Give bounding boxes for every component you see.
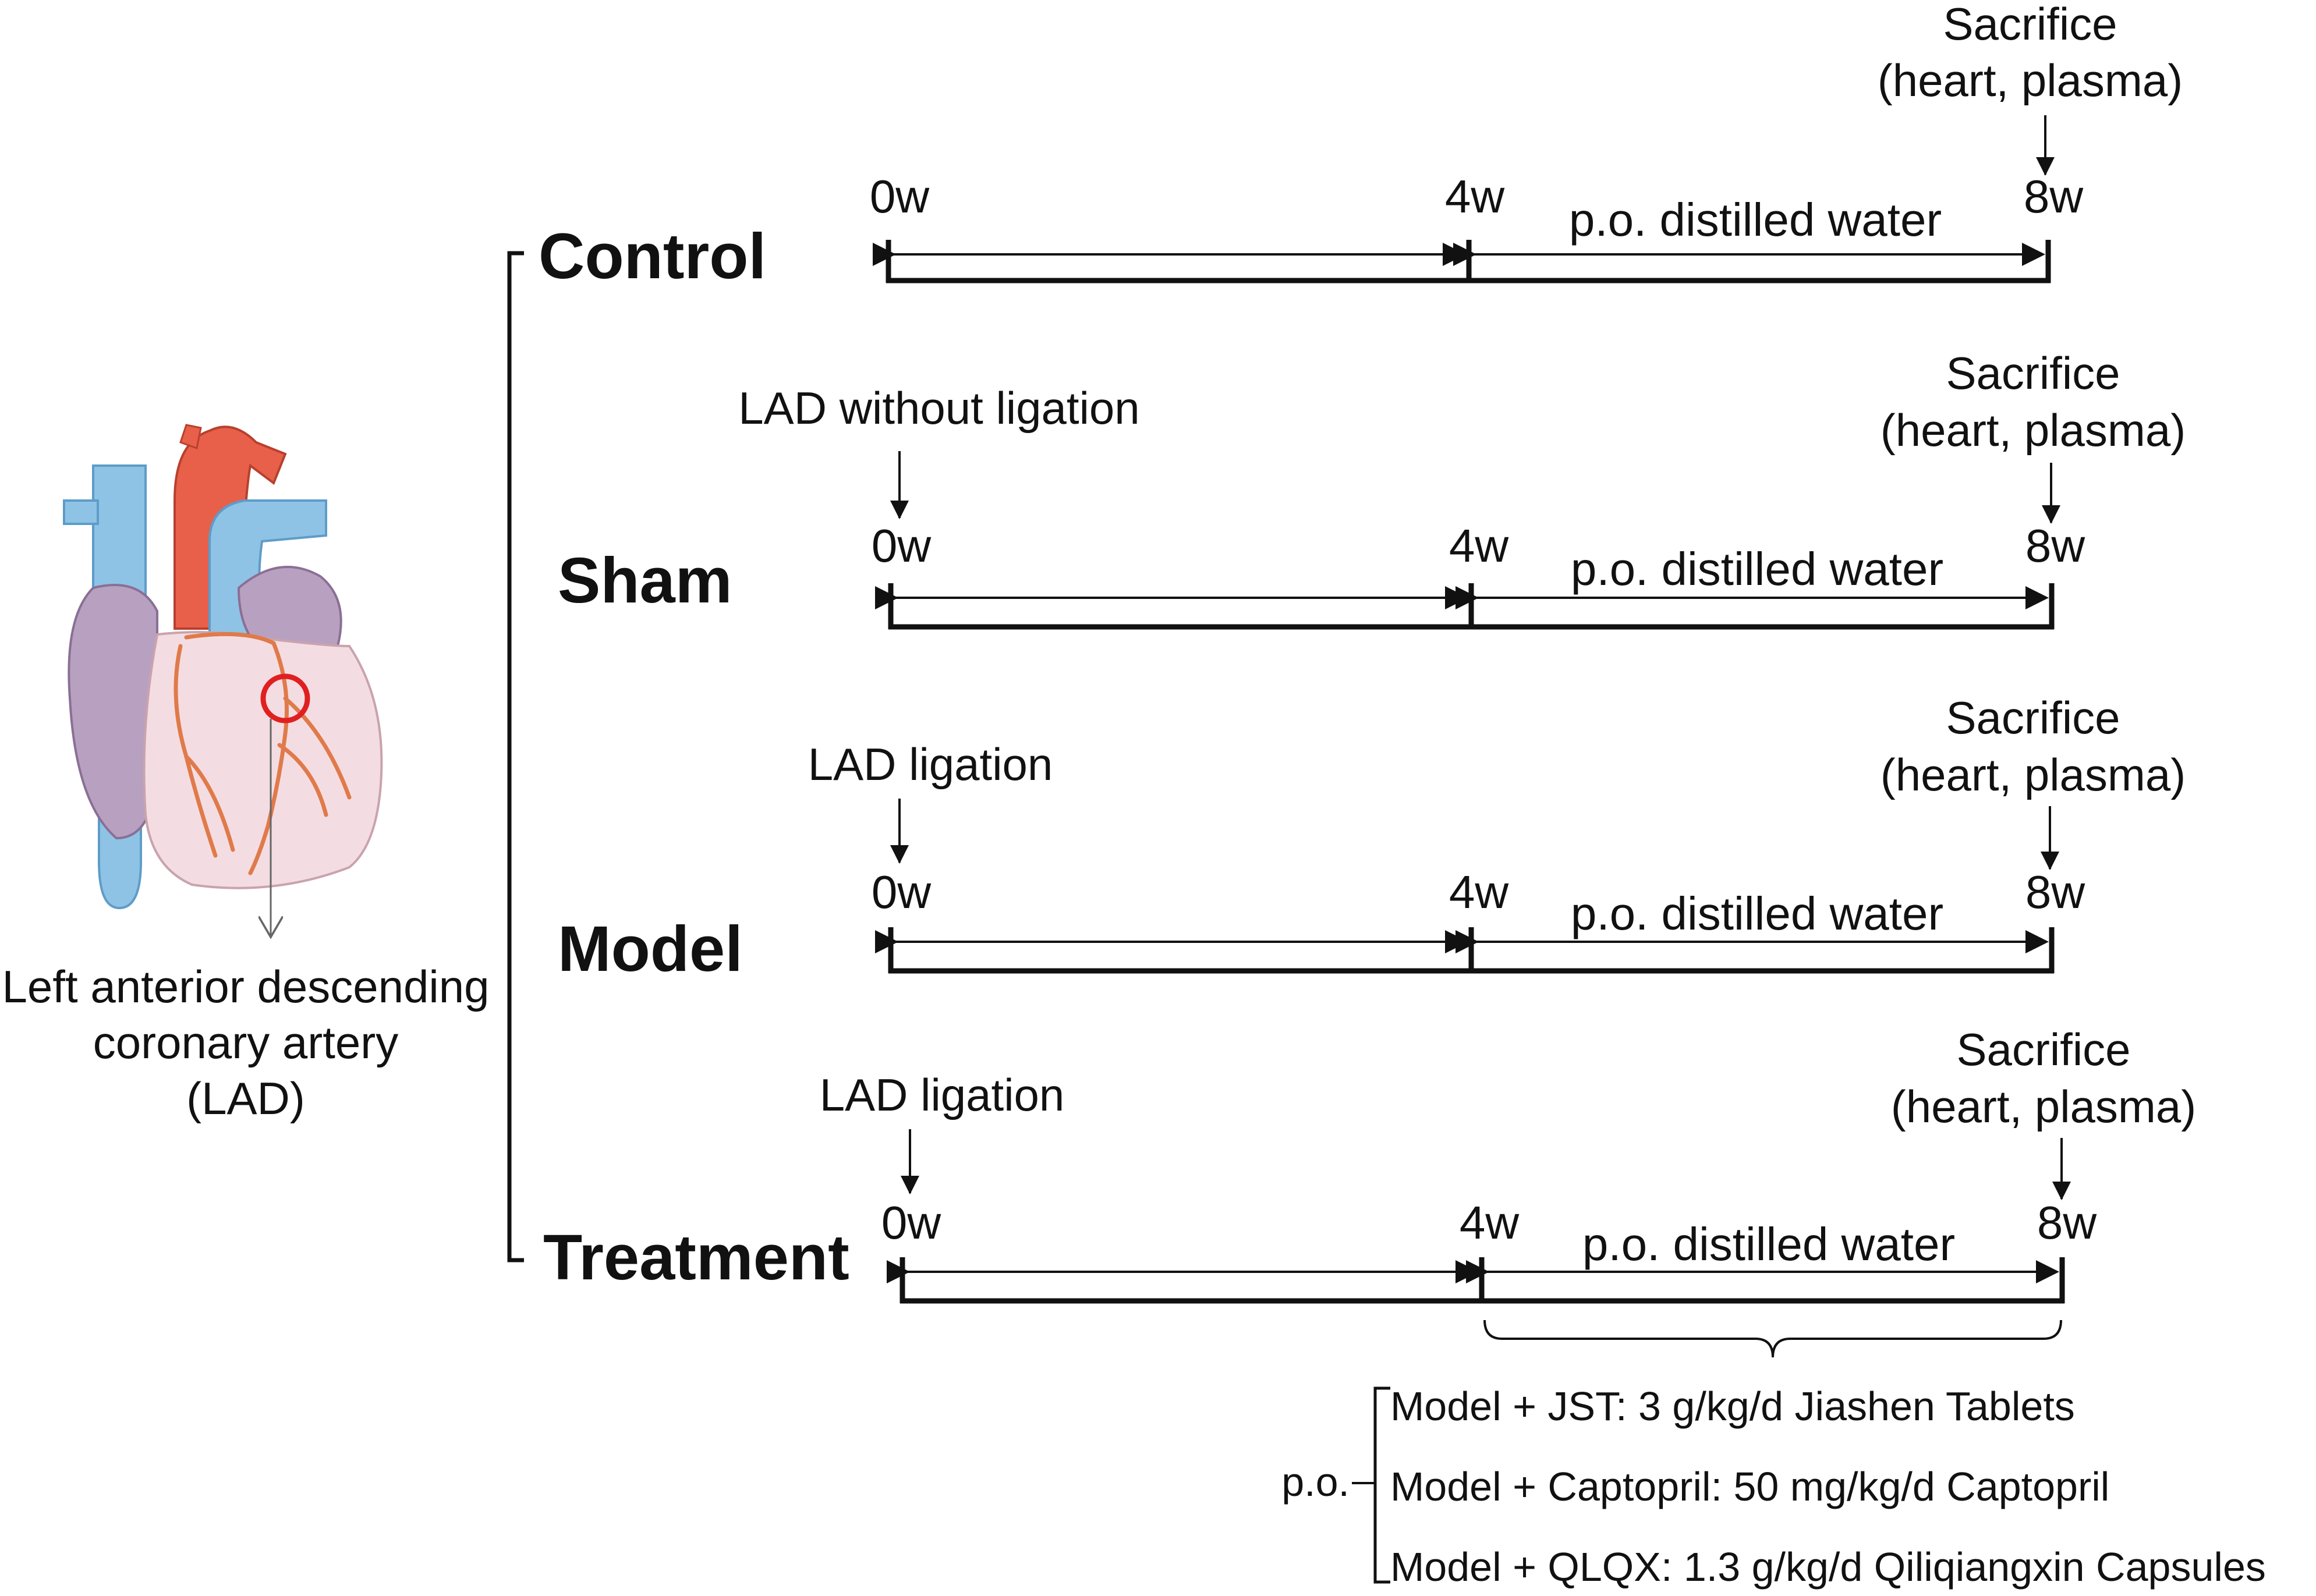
group-sham: Sham LAD without ligation Sacrifice (hea… <box>558 347 2186 630</box>
route-label: p.o. <box>1281 1459 1350 1505</box>
tick-label-end: 8w <box>2037 1197 2097 1249</box>
sacrifice-label: Sacrifice <box>1946 347 2120 399</box>
tick-label-mid: 4w <box>1449 866 1508 918</box>
segment-label: p.o. distilled water <box>1571 888 1943 939</box>
heart-label-line3: (LAD) <box>186 1073 305 1124</box>
option-item: Model + Captopril: 50 mg/kg/d Captopril <box>1390 1464 2109 1509</box>
sacrifice-detail: (heart, plasma) <box>1891 1081 2197 1132</box>
lad-marker-circle <box>260 673 310 723</box>
tick-label-mid: 4w <box>1449 520 1508 572</box>
sacrifice-detail: (heart, plasma) <box>1881 749 2186 800</box>
tick-label-start: 0w <box>870 171 929 222</box>
heart-label-line1: Left anterior descending <box>2 961 490 1012</box>
heart-illustration: Left anterior descending coronary artery… <box>2 424 490 1124</box>
option-item: Model + QLQX: 1.3 g/kg/d Qiliqiangxin Ca… <box>1390 1544 2266 1590</box>
group-treatment: Treatment LAD ligation Sacrifice (heart,… <box>543 1024 2197 1358</box>
tick-label-start: 0w <box>881 1197 941 1249</box>
group-model: Model LAD ligation Sacrifice (heart, pla… <box>558 692 2186 985</box>
tick-label-end: 8w <box>2024 171 2083 222</box>
treatment-options: p.o. Model + JST: 3 g/kg/d Jiashen Table… <box>1281 1384 2266 1590</box>
segment-label: p.o. distilled water <box>1571 543 1943 595</box>
sacrifice-label: Sacrifice <box>1946 692 2120 743</box>
heart-label-line2: coronary artery <box>93 1017 399 1068</box>
group-control: Control Sacrifice (heart, plasma) 0w 4w … <box>539 0 2183 292</box>
tick-label-start: 0w <box>872 866 931 918</box>
group-name: Sham <box>558 545 732 616</box>
group-name: Model <box>558 913 743 985</box>
sacrifice-detail: (heart, plasma) <box>1881 405 2186 456</box>
treatment-period-brace <box>1483 1320 2062 1358</box>
segment-label: p.o. distilled water <box>1582 1218 1955 1270</box>
aorta-branch <box>179 424 202 449</box>
tick-label-start: 0w <box>872 520 931 572</box>
option-item: Model + JST: 3 g/kg/d Jiashen Tablets <box>1390 1384 2075 1429</box>
procedure-label: LAD ligation <box>808 739 1053 790</box>
group-name: Treatment <box>543 1222 849 1293</box>
procedure-label: LAD ligation <box>820 1069 1065 1120</box>
coronary-vessels <box>173 632 352 875</box>
tick-label-end: 8w <box>2025 520 2085 572</box>
ventricle-shape <box>143 631 383 889</box>
procedure-label: LAD without ligation <box>738 382 1139 434</box>
vein-branch-left <box>63 499 99 525</box>
group-name: Control <box>539 221 766 292</box>
options-bracket <box>1373 1386 1390 1584</box>
tick-label-mid: 4w <box>1460 1197 1519 1249</box>
right-atrium-shape <box>68 584 158 840</box>
segment-label: p.o. distilled water <box>1569 194 1942 246</box>
sacrifice-detail: (heart, plasma) <box>1878 55 2183 106</box>
sacrifice-label: Sacrifice <box>1943 0 2117 49</box>
group-bracket <box>507 251 524 1262</box>
sacrifice-label: Sacrifice <box>1956 1024 2130 1075</box>
tick-label-end: 8w <box>2025 866 2085 918</box>
tick-label-mid: 4w <box>1445 171 1504 222</box>
